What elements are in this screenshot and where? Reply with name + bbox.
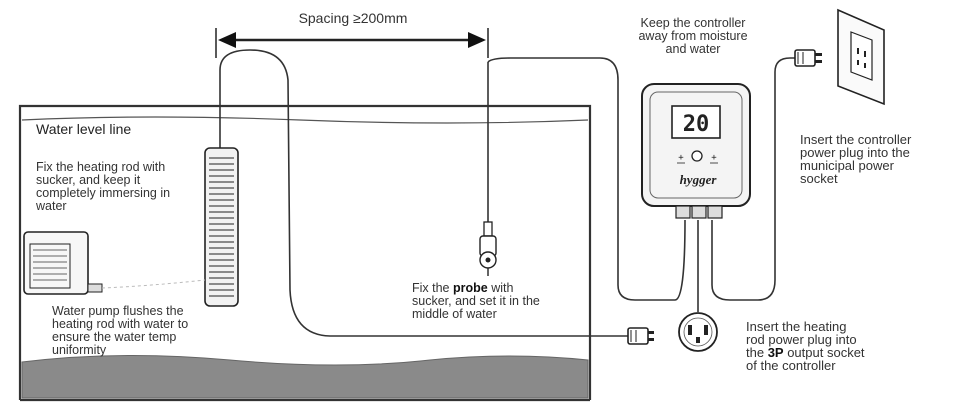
- heater-plug-note-bold: 3P: [767, 345, 784, 360]
- heater-power-plug: [627, 327, 654, 345]
- water-level-line: [21, 116, 589, 124]
- output-socket-3p: [678, 312, 718, 352]
- heater-plug-note-pre: Insert the heating rod power plug into t…: [746, 319, 857, 360]
- controller-display: 20: [683, 112, 710, 137]
- heater-plug-note-post: output socket of the controller: [746, 345, 865, 373]
- heater-cable: [219, 49, 628, 337]
- probe-cable: [487, 57, 686, 301]
- probe-note-post: with sucker, and set it in the middle of…: [412, 281, 540, 321]
- power-socket-note: Insert the controller power plug into th…: [800, 132, 912, 186]
- tank-outline: [18, 104, 592, 400]
- svg-text:+: +: [711, 153, 717, 163]
- pump-note: Water pump flushes the heating rod with …: [52, 304, 189, 357]
- controller: 20 + + hygger: [641, 83, 751, 219]
- heating-rod: [204, 147, 239, 307]
- controller-power-plug: [794, 49, 822, 67]
- spacing-label: Spacing ≥200mm: [298, 10, 408, 26]
- water-level-label: Water level line: [36, 121, 132, 137]
- heater-plug-note: Insert the heating rod power plug into t…: [746, 320, 865, 372]
- controller-moisture-note: Keep the controller away from moisture a…: [638, 16, 748, 56]
- power-cable: [711, 57, 795, 301]
- probe-note: Fix the probe with sucker, and set it in…: [412, 282, 540, 321]
- substrate: [21, 354, 589, 399]
- brand-logo: hygger: [680, 172, 718, 187]
- spacing-dimension: [215, 28, 489, 58]
- svg-text:+: +: [678, 153, 684, 163]
- water-pump: [23, 231, 206, 295]
- wall-outlet: [837, 8, 885, 106]
- probe: [479, 62, 497, 276]
- probe-note-pre: Fix the: [412, 281, 453, 295]
- fix-heater-note: Fix the heating rod with sucker, and kee…: [36, 160, 171, 213]
- probe-note-bold: probe: [453, 281, 488, 295]
